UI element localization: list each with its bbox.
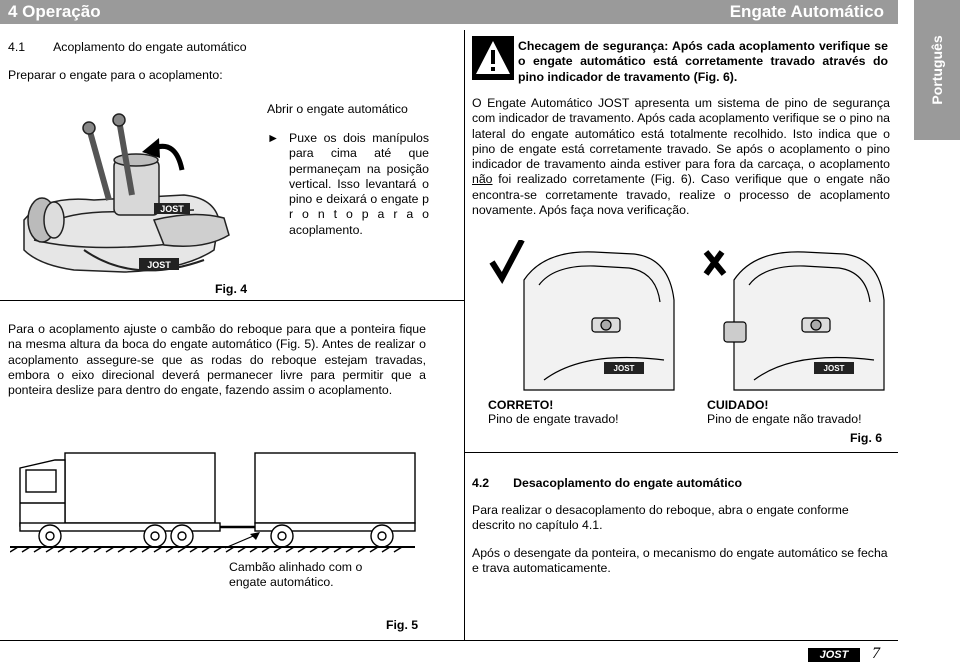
- correct-text: Pino de engate travado!: [488, 412, 619, 426]
- section-4-1-heading: 4.1 Acoplamento do engate automático: [8, 40, 458, 55]
- heading-text: Desacoplamento do engate automático: [513, 476, 743, 490]
- svg-text:JOST: JOST: [824, 364, 845, 373]
- step-text: Puxe os dois manípulos para cima até que…: [289, 131, 429, 237]
- jost-logo: JOST: [808, 648, 860, 662]
- jost-logo-mark: JOST JOST: [139, 203, 190, 270]
- fig5-caption: Cambão alinhado com o engate automático.: [229, 560, 363, 590]
- pin-indicator-illustration: JOST JOST: [489, 240, 885, 391]
- svg-text:JOST: JOST: [160, 204, 184, 214]
- para-text: O Engate Automático JOST apresenta um si…: [472, 96, 890, 172]
- footer-rule: [464, 640, 898, 641]
- bullet-arrow-icon: ►: [267, 131, 280, 145]
- section-4-2-para2: Após o desengate da ponteira, o mecanism…: [472, 546, 888, 576]
- safety-warning: Checagem de segurança: Após cada acoplam…: [518, 39, 888, 84]
- drawbar-arrow-icon: [224, 532, 260, 549]
- heading-text: Acoplamento do engate automático: [53, 40, 247, 54]
- caution-title: CUIDADO!: [707, 398, 769, 412]
- coupling-illustration: JOST JOST: [23, 113, 230, 273]
- svg-text:JOST: JOST: [614, 364, 635, 373]
- check-icon: [489, 240, 525, 285]
- column-divider: [464, 30, 465, 640]
- section-title: 4 Operação: [8, 2, 101, 21]
- coupling-paragraph: Para o acoplamento ajuste o cambão do re…: [8, 322, 426, 398]
- cross-icon: [703, 250, 727, 276]
- svg-text:JOST: JOST: [147, 260, 171, 270]
- heading-number: 4.2: [472, 476, 490, 490]
- page-number: 7: [872, 645, 880, 662]
- fig5-label: Fig. 5: [386, 618, 419, 632]
- heading-number: 4.1: [8, 40, 26, 54]
- language-tab: Português: [914, 0, 960, 140]
- chapter-title: Engate Automático: [729, 2, 884, 21]
- divider: [0, 300, 464, 301]
- para-text: foi realizado corretamente (Fig. 6). Cas…: [472, 172, 890, 218]
- fig4-label: Fig. 4: [215, 282, 248, 296]
- warning-triangle-icon: [472, 36, 514, 80]
- language-label: Português: [929, 35, 945, 105]
- intro-text: Preparar o engate para o acoplamento:: [8, 68, 223, 82]
- step-title: Abrir o engate automático: [267, 102, 408, 116]
- correct-title: CORRETO!: [488, 398, 554, 412]
- divider: [464, 452, 898, 453]
- caution-text: Pino de engate não travado!: [707, 412, 862, 426]
- para-underline: não: [472, 172, 493, 187]
- section-4-2-para1: Para realizar o desacoplamento do reboqu…: [472, 503, 849, 533]
- page-header: 4 Operação Engate Automático: [0, 0, 898, 24]
- section-4-2-heading: 4.2 Desacoplamento do engate automático: [472, 476, 892, 491]
- divider: [0, 640, 464, 641]
- locking-pin-paragraph: O Engate Automático JOST apresenta um si…: [472, 96, 890, 218]
- fig6-label: Fig. 6: [850, 431, 883, 445]
- truck-trailer-illustration: [10, 452, 416, 553]
